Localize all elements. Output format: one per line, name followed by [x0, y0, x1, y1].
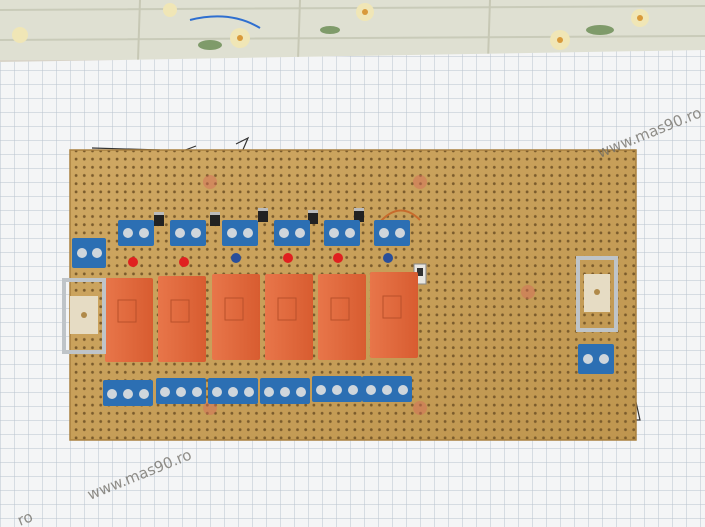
diodes	[154, 208, 421, 226]
terminal-block	[103, 380, 153, 406]
fuse-holder	[62, 278, 106, 354]
side-terminal-blocks	[72, 238, 614, 374]
terminal-block	[222, 220, 258, 246]
bottom-terminal-blocks	[103, 376, 412, 406]
terminal-block	[324, 220, 360, 246]
watermark-bottom-corner: ro	[15, 507, 36, 527]
relay	[370, 272, 418, 358]
top-terminal-blocks	[118, 220, 410, 246]
relay	[212, 274, 260, 360]
leds	[128, 253, 393, 267]
terminal-block	[362, 376, 412, 402]
terminal-block	[274, 220, 310, 246]
relay	[158, 276, 206, 362]
terminal-block	[312, 376, 362, 402]
terminal-block	[260, 378, 310, 404]
terminal-block	[578, 344, 614, 374]
relay	[265, 274, 313, 360]
fuse-holders	[62, 256, 618, 354]
terminal-block	[374, 220, 410, 246]
relay	[318, 274, 366, 360]
fuse-holder	[576, 256, 618, 332]
relay	[105, 278, 153, 362]
terminal-block	[170, 220, 206, 246]
terminal-block	[72, 238, 106, 268]
relays	[105, 272, 418, 362]
tablecloth	[0, 0, 705, 61]
terminal-block	[208, 378, 258, 404]
terminal-block	[118, 220, 154, 246]
terminal-block	[156, 378, 206, 404]
